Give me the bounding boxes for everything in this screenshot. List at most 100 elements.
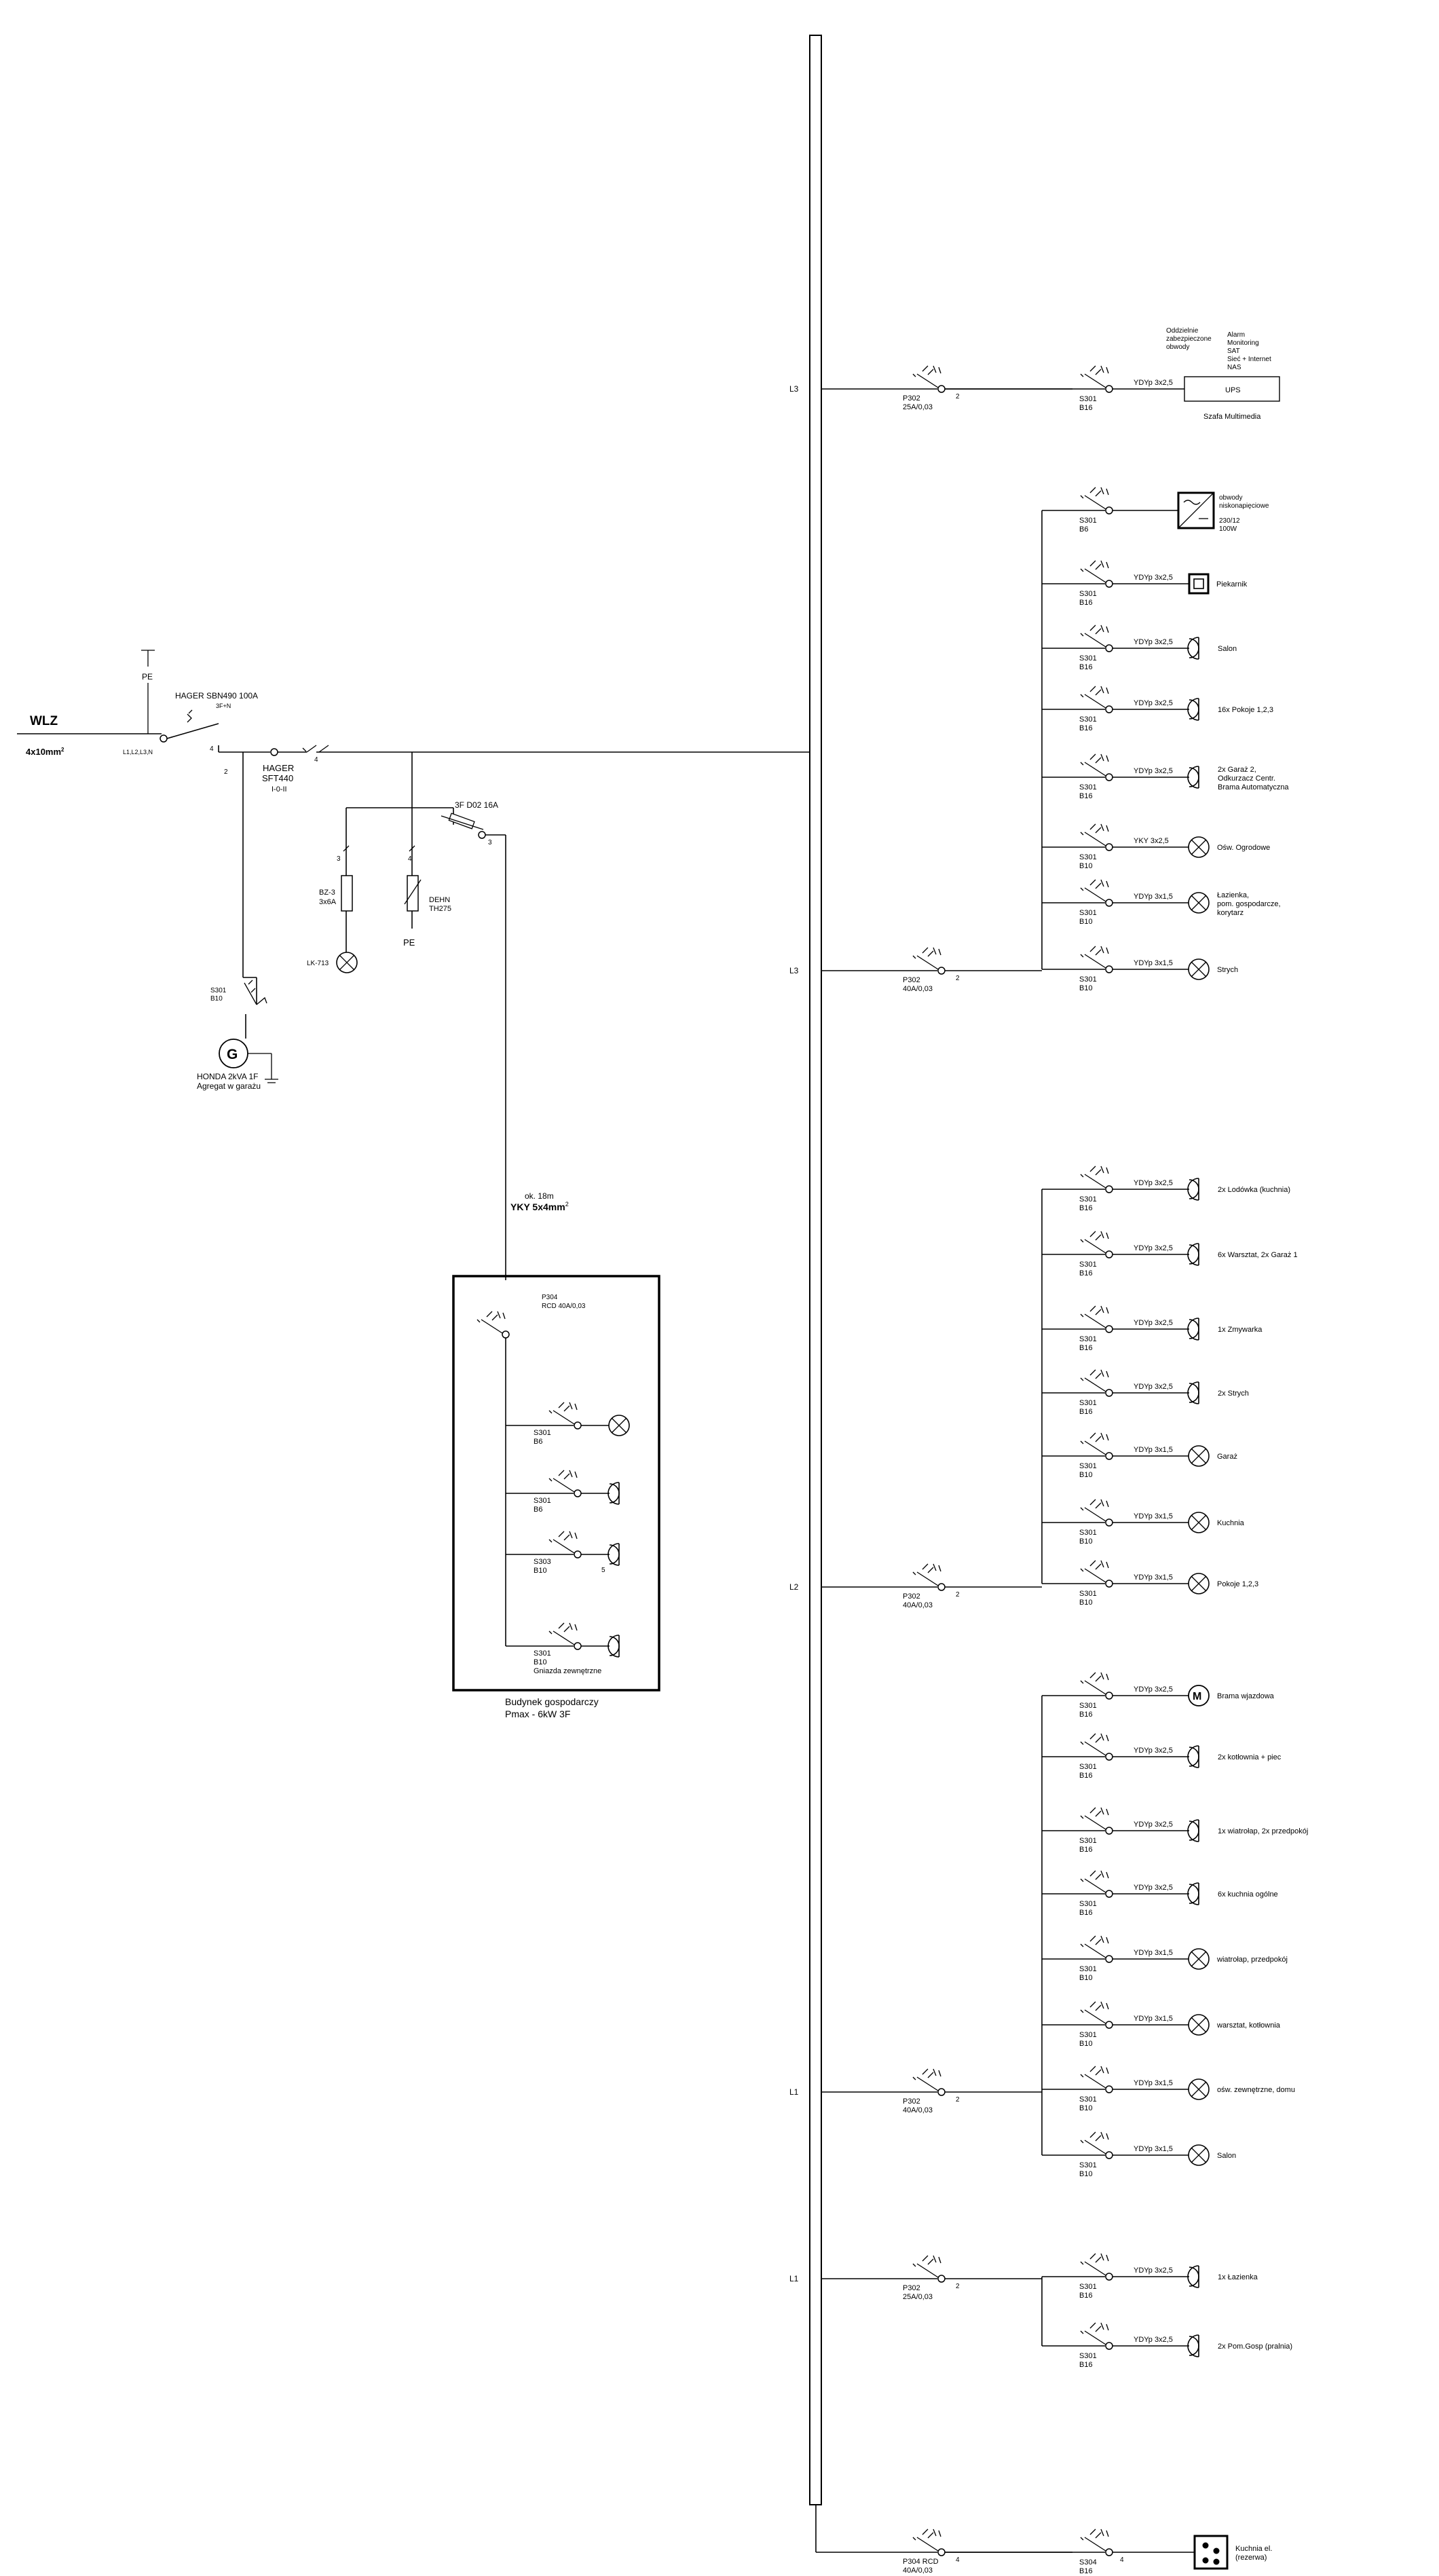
breaker-symbol [1080, 1369, 1113, 1397]
bz-pole: 3 [337, 855, 341, 863]
changeover-pole: 4 [314, 756, 318, 764]
socket-icon [1187, 2334, 1199, 2357]
generator-label: HONDA 2kVA 1F Agregat w garażu [197, 1072, 261, 1091]
phase-label: L1 [789, 2274, 799, 2283]
supply-section: WLZ 4x10mm2 PE HAGER SBN490 100A 3F+N 4 … [17, 650, 810, 1280]
cable-label: YDYp 3x2,5 [1134, 574, 1173, 582]
fuse-label: 3F D02 16A [455, 800, 498, 810]
breaker-symbol [1080, 1733, 1113, 1761]
load-label: 1x Zmywarka [1218, 1326, 1263, 1334]
breaker-symbol [1080, 1305, 1113, 1333]
motor-icon: M [1188, 1685, 1210, 1706]
cable-label: YDYp 3x1,5 [1134, 959, 1173, 967]
cable-label: YDYp 3x1,5 [1134, 1512, 1173, 1520]
breaker-symbol [1080, 1432, 1113, 1460]
breaker-symbol [548, 1531, 582, 1558]
breaker-symbol [1080, 2131, 1113, 2159]
lamp-icon [1188, 836, 1210, 858]
breaker-symbol [1080, 2253, 1113, 2281]
cable-label: YDYp 3x2,5 [1134, 699, 1173, 707]
main-busbar [809, 35, 822, 2505]
load-label: 2x Pom.Gosp (pralnia) [1218, 2342, 1292, 2351]
socket-icon [1187, 1318, 1199, 1341]
socket-icon [608, 1482, 620, 1505]
breaker-symbol [1080, 753, 1113, 781]
oven-icon [1188, 573, 1210, 595]
load-label: 2x Lodówka (kuchnia) [1218, 1186, 1290, 1194]
lk-label: LK-713 [307, 960, 329, 967]
svg-text:M: M [1193, 1691, 1201, 1702]
load-label: 6x Warsztat, 2x Garaż 1 [1218, 1251, 1298, 1259]
cooker-icon [1193, 2535, 1229, 2570]
load-label: Piekarnik [1216, 580, 1248, 589]
load-label: Garaż [1217, 1453, 1237, 1461]
wlz-label: WLZ [30, 714, 58, 728]
breaker-symbol [1080, 365, 1113, 393]
load-label: Kuchnia el.(rezerwa) [1235, 2545, 1272, 2562]
breaker-symbol [548, 1622, 582, 1650]
lamp-icon [1188, 2144, 1210, 2166]
main-switch-pole: 4 [210, 745, 214, 753]
cable-label: YDYp 3x1,5 [1134, 893, 1173, 901]
cable-label: YDYp 3x1,5 [1134, 1949, 1173, 1957]
surge-arrester-symbol [407, 875, 419, 912]
breaker-symbol [1080, 946, 1113, 973]
ups-icon [1184, 376, 1280, 402]
pe-label: PE [142, 672, 153, 682]
load-label: Salon [1218, 645, 1237, 653]
breaker-symbol [1080, 1165, 1113, 1193]
lamp-icon [1188, 2014, 1210, 2036]
bz-fuse-symbol [341, 875, 353, 912]
lamp-icon [1188, 958, 1210, 980]
cable-label: YDYp 3x2,5 [1134, 379, 1173, 387]
main-switch-contact [160, 734, 168, 743]
rcd-pole: 2 [956, 393, 960, 400]
lamp-icon [1188, 1948, 1210, 1970]
breaker-symbol [1080, 1870, 1113, 1898]
transformer-icon [1177, 491, 1215, 529]
lamp-icon [1188, 1573, 1210, 1594]
rcd-pole: 2 [956, 2283, 960, 2290]
load-label: Łazienka,pom. gospodarcze,korytarz [1217, 891, 1281, 917]
rcd-pole: 2 [956, 1591, 960, 1599]
breaker-pole: 5 [601, 1567, 605, 1574]
cable-label: YKY 3x2,5 [1134, 837, 1169, 845]
cable-label: YDYp 3x2,5 [1134, 1747, 1173, 1755]
breaker-symbol [1080, 2528, 1113, 2556]
